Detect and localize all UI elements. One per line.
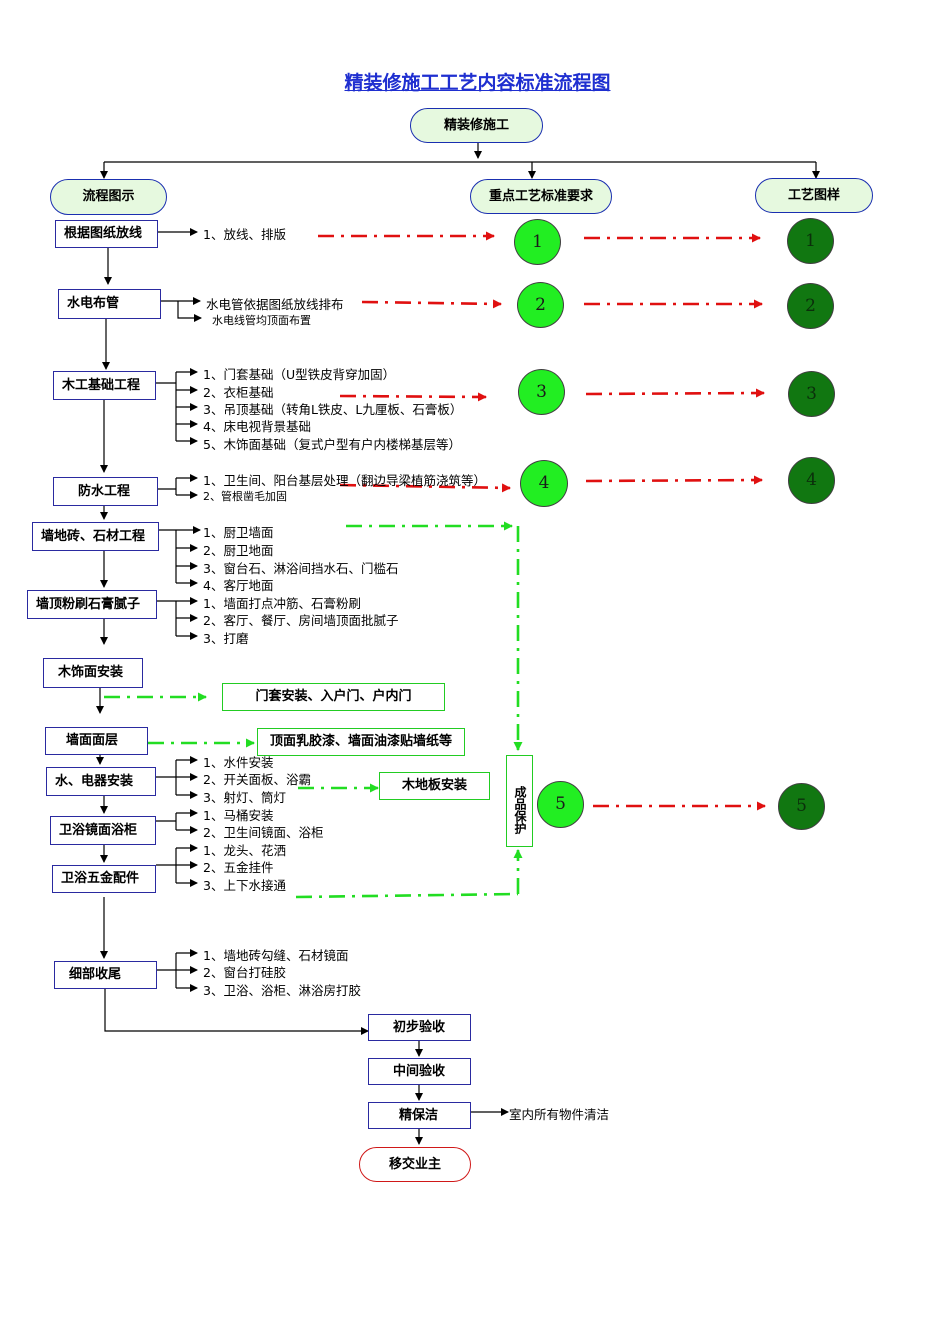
column-header-flow: 流程图示 bbox=[50, 179, 167, 215]
detail-text: 1、放线、排版 bbox=[203, 227, 286, 242]
step-box: 水电布管 bbox=[58, 289, 161, 319]
column-header-samples: 工艺图样 bbox=[755, 178, 873, 213]
sample-circle-5: 5 bbox=[778, 783, 825, 830]
detail-text: 5、木饰面基础（复式户型有户内楼梯基层等） bbox=[203, 437, 461, 452]
detail-text: 1、墙地砖勾缝、石材镜面 bbox=[203, 948, 349, 963]
step-box: 卫浴镜面浴柜 bbox=[50, 816, 156, 845]
side-box-paint: 顶面乳胶漆、墙面油漆贴墙纸等 bbox=[257, 728, 465, 756]
standard-circle-3: 3 bbox=[518, 369, 565, 415]
step-box: 中间验收 bbox=[368, 1058, 471, 1085]
sample-circle-2: 2 bbox=[787, 283, 834, 329]
detail-text: 1、龙头、花洒 bbox=[203, 843, 286, 858]
sample-circle-4: 4 bbox=[788, 457, 835, 504]
step-box: 水、电器安装 bbox=[46, 767, 156, 796]
step-box: 墙面面层 bbox=[45, 727, 148, 755]
step-box: 墙地砖、石材工程 bbox=[32, 522, 159, 551]
detail-text: 2、客厅、餐厅、房间墙顶面批腻子 bbox=[203, 613, 399, 628]
detail-text: 1、马桶安装 bbox=[203, 808, 274, 823]
standard-circle-5: 5 bbox=[537, 781, 584, 828]
detail-text: 2、厨卫地面 bbox=[203, 543, 274, 558]
detail-text: 1、墙面打点冲筋、石膏粉刷 bbox=[203, 596, 361, 611]
detail-text: 3、吊顶基础（转角L铁皮、L九厘板、石膏板） bbox=[203, 402, 463, 417]
detail-text: 1、水件安装 bbox=[203, 755, 274, 770]
step-box: 细部收尾 bbox=[54, 961, 157, 989]
detail-text: 水电管依据图纸放线排布 bbox=[206, 297, 344, 312]
detail-text: 1、厨卫墙面 bbox=[203, 525, 274, 540]
step-box: 木工基础工程 bbox=[53, 371, 156, 400]
detail-text: 2、卫生间镜面、浴柜 bbox=[203, 825, 324, 840]
detail-text: 水电线管均顶面布置 bbox=[212, 314, 311, 327]
detail-text: 3、射灯、筒灯 bbox=[203, 790, 286, 805]
step-box: 精保洁 bbox=[368, 1102, 471, 1129]
standard-circle-1: 1 bbox=[514, 219, 561, 265]
detail-text: 4、床电视背景基础 bbox=[203, 419, 311, 434]
step-box: 防水工程 bbox=[53, 477, 158, 506]
standard-circle-2: 2 bbox=[517, 282, 564, 328]
detail-text: 3、卫浴、浴柜、淋浴房打胶 bbox=[203, 983, 361, 998]
detail-text: 室内所有物件清洁 bbox=[509, 1107, 610, 1122]
detail-text: 2、衣柜基础 bbox=[203, 385, 274, 400]
page-title: 精装修施工工艺内容标准流程图 bbox=[344, 72, 611, 94]
detail-text: 3、打磨 bbox=[203, 631, 249, 646]
standard-circle-4: 4 bbox=[520, 460, 568, 507]
final-node: 移交业主 bbox=[359, 1147, 471, 1182]
sample-circle-3: 3 bbox=[788, 371, 835, 417]
detail-text: 1、门套基础（U型铁皮背穿加固） bbox=[203, 367, 396, 382]
detail-text: 3、窗台石、淋浴间挡水石、门槛石 bbox=[203, 561, 399, 576]
detail-text: 2、管根凿毛加固 bbox=[203, 490, 287, 503]
side-box-door: 门套安装、入户门、户内门 bbox=[222, 683, 445, 711]
step-box: 根据图纸放线 bbox=[55, 220, 158, 248]
step-box: 木饰面安装 bbox=[43, 658, 143, 688]
detail-text: 1、卫生间、阳台基层处理（翻边导梁植筋浇筑等） bbox=[203, 473, 486, 488]
product-protection-box: 成品保护 bbox=[506, 755, 533, 847]
detail-text: 2、窗台打硅胶 bbox=[203, 965, 286, 980]
step-box: 墙顶粉刷石膏腻子 bbox=[27, 590, 157, 619]
detail-text: 3、上下水接通 bbox=[203, 878, 286, 893]
detail-text: 2、五金挂件 bbox=[203, 860, 274, 875]
side-box-floor: 木地板安装 bbox=[379, 772, 490, 800]
column-header-standards: 重点工艺标准要求 bbox=[470, 179, 612, 214]
sample-circle-1: 1 bbox=[787, 218, 834, 264]
detail-text: 4、客厅地面 bbox=[203, 578, 274, 593]
root-node: 精装修施工 bbox=[410, 108, 543, 143]
detail-text: 2、开关面板、浴霸 bbox=[203, 772, 311, 787]
step-box: 卫浴五金配件 bbox=[52, 865, 156, 893]
step-box: 初步验收 bbox=[368, 1014, 471, 1041]
